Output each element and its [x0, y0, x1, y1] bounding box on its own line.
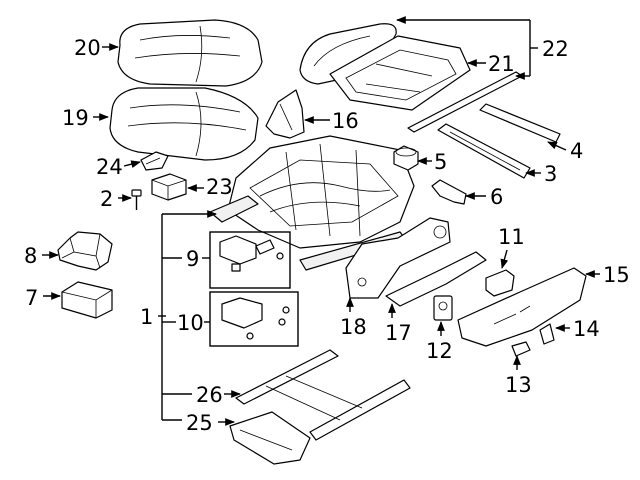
callout-7: 7 [25, 286, 38, 310]
part-track-26 [235, 349, 411, 441]
part-seat-cushion-pad [109, 87, 259, 161]
leader-lines [42, 16, 600, 426]
part-side-shield-15 [457, 267, 587, 347]
part-switch-12 [433, 295, 453, 321]
part-rail-4 [479, 103, 561, 143]
part-seat-frame [209, 135, 415, 271]
part-cover-16 [265, 89, 305, 139]
part-bracket-23 [151, 173, 187, 201]
callout-9: 9 [186, 247, 199, 271]
part-kit-10 [209, 291, 299, 347]
callout-23: 23 [206, 175, 233, 199]
callout-3: 3 [544, 162, 557, 186]
callout-10: 10 [177, 311, 204, 335]
part-rail-3 [437, 123, 531, 179]
callout-21: 21 [488, 52, 515, 76]
part-side-frame-18 [345, 217, 451, 299]
callout-16: 16 [332, 109, 359, 133]
callout-24: 24 [96, 155, 123, 179]
callout-26: 26 [196, 383, 223, 407]
part-knob-14 [539, 323, 555, 345]
callout-4: 4 [570, 139, 583, 163]
callout-8: 8 [24, 244, 37, 268]
part-bottom-panel-21 [329, 35, 471, 111]
part-switch-11 [485, 269, 515, 297]
part-kit-9 [209, 231, 291, 289]
callout-15: 15 [603, 263, 630, 287]
part-bracket-8 [57, 231, 113, 271]
callout-25: 25 [186, 411, 213, 435]
callout-14: 14 [573, 317, 600, 341]
part-bracket-6 [431, 179, 467, 205]
callout-2: 2 [100, 187, 113, 211]
part-side-trim-17 [385, 251, 487, 307]
callout-22: 22 [542, 37, 569, 61]
part-bolt-2 [131, 189, 142, 210]
callout-13: 13 [505, 373, 532, 397]
callout-6: 6 [490, 185, 503, 209]
part-track-25 [229, 411, 311, 465]
callout-19: 19 [62, 106, 89, 130]
callout-11: 11 [498, 225, 525, 249]
part-clip-24 [140, 151, 169, 171]
part-module-7 [61, 281, 113, 319]
part-knob-13 [511, 341, 531, 357]
callout-5: 5 [434, 150, 447, 174]
callout-17: 17 [385, 321, 412, 345]
callout-labels: 20 19 24 2 23 8 7 1 9 10 26 25 16 21 22 … [24, 36, 630, 435]
callout-12: 12 [426, 339, 453, 363]
callout-18: 18 [340, 315, 367, 339]
part-seat-cushion-cover [117, 19, 263, 87]
part-bottom-panel-22 [299, 23, 397, 85]
callout-1: 1 [140, 305, 153, 329]
callout-20: 20 [74, 36, 101, 60]
